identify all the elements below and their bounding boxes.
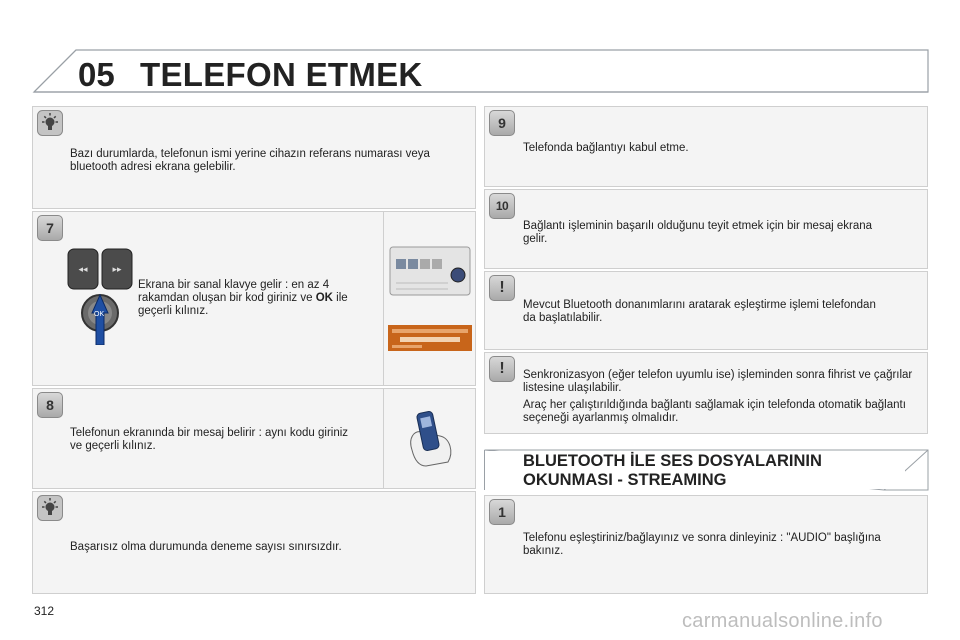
step-1-text: Telefonu eşleştiriniz/bağlayınız ve sonr… [523, 532, 881, 557]
step-1-badge: 1 [489, 499, 515, 525]
info-text-2: Başarısız olma durumunda deneme sayısı s… [70, 541, 342, 553]
step-8-badge: 8 [37, 392, 63, 418]
header-banner [32, 49, 929, 93]
warning-icon: ! [489, 275, 515, 301]
step-7-image-divider [383, 211, 384, 386]
step-1-panel [484, 495, 928, 594]
lightbulb-icon [37, 495, 63, 521]
step-8-text: Telefonun ekranında bir mesaj belirir : … [70, 427, 349, 452]
warning-text-1: Mevcut Bluetooth donanımlarını aratarak … [523, 299, 876, 324]
page-title: TELEFON ETMEK [140, 56, 423, 93]
step-8-image-divider [383, 388, 384, 489]
info-panel-1 [32, 106, 476, 209]
step-10-text: Bağlantı işleminin başarılı olduğunu tey… [523, 220, 873, 245]
step-10-panel [484, 189, 928, 269]
step-10-badge: 10 [489, 193, 515, 219]
watermark: carmanualsonline.info [682, 610, 883, 632]
step-9-text: Telefonda bağlantıyı kabul etme. [523, 142, 689, 154]
step-8-panel [32, 388, 476, 489]
step-9-panel [484, 106, 928, 187]
info-panel-2 [32, 491, 476, 594]
info-text-1: Bazı durumlarda, telefonun ismi yerine c… [70, 148, 430, 173]
warning-icon: ! [489, 356, 515, 382]
warning-panel-2 [484, 352, 928, 434]
step-7-text: Ekrana bir sanal klavye gelir : en az 4 … [138, 279, 348, 317]
ok-button-label: OK [94, 311, 105, 318]
page-number: 312 [34, 604, 55, 618]
warning-text-2b: Araç her çalıştırıldığında bağlantı sağl… [523, 399, 906, 424]
lightbulb-icon [37, 110, 63, 136]
seek-buttons-illustration: ◂◂ ▸▸ [67, 248, 133, 345]
section-heading-frame [484, 449, 929, 491]
warning-panel-1 [484, 271, 928, 350]
radio-unit-illustration [388, 246, 472, 351]
phone-in-hand-icon [410, 410, 452, 467]
step-9-badge: 9 [489, 110, 515, 136]
svg-text:◂◂: ◂◂ [78, 265, 88, 275]
step-7-badge: 7 [37, 215, 63, 241]
warning-text-2a: Senkronizasyon (eğer telefon uyumlu ise)… [523, 369, 913, 394]
chapter-number: 05 [78, 56, 115, 93]
svg-text:▸▸: ▸▸ [112, 265, 122, 275]
